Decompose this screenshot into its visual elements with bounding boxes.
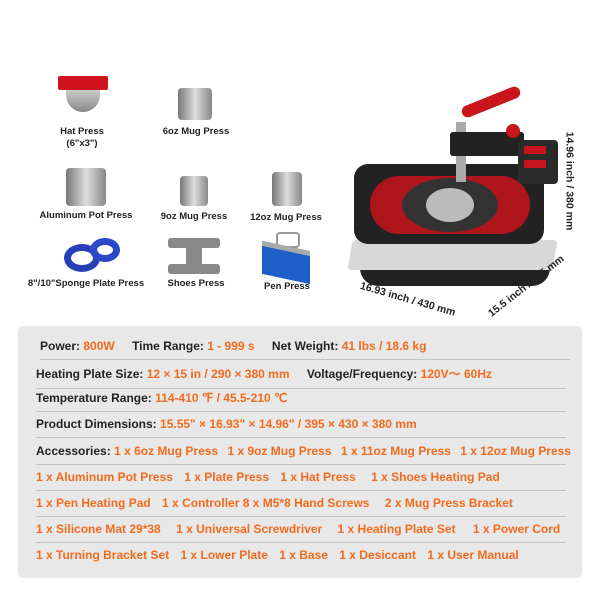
pen-press-image — [262, 232, 310, 285]
accessory-item: 1 x Power Cord — [472, 522, 561, 536]
pen-press-label: Pen Press — [264, 281, 310, 292]
time-label: Time Range: — [132, 339, 204, 353]
accessory-item: 2 x Mug Press Bracket — [384, 496, 513, 510]
accessory-item: 1 x Heating Plate Set — [337, 522, 456, 536]
accessory-row-2: 1 x Aluminum Pot Press 1 x Plate Press 1… — [36, 470, 566, 491]
accessory-item: 1 x User Manual — [427, 548, 519, 562]
power-value: 800W — [83, 339, 115, 353]
dims-label: Product Dimensions: — [36, 417, 157, 431]
aluminum-pot-press-image — [66, 168, 106, 206]
aluminum-pot-press-label: Aluminum Pot Press — [39, 210, 133, 221]
6oz-mug-press-image — [178, 88, 212, 120]
weight-value: 41 lbs / 18.6 kg — [341, 339, 427, 353]
accessory-row-5: 1 x Turning Bracket Set 1 x Lower Plate … — [36, 548, 566, 568]
accessory-item: 1 x 6oz Mug Press — [114, 444, 219, 458]
9oz-mug-press-image — [180, 176, 208, 206]
time-value: 1 - 999 s — [207, 339, 255, 353]
dims-value: 15.55" × 16.93" × 14.96" / 395 × 430 × 3… — [160, 417, 417, 431]
accessory-item: 1 x Shoes Heating Pad — [371, 470, 500, 484]
accessory-item: 1 x Plate Press — [184, 470, 270, 484]
accessory-item: 1 x Hat Press — [280, 470, 356, 484]
accessory-item: 1 x 9oz Mug Press — [227, 444, 332, 458]
accessory-item: 1 x Lower Plate — [180, 548, 268, 562]
hat-press-image — [58, 76, 108, 116]
spec-row-plate: Heating Plate Size: 12 × 15 in / 290 × 3… — [36, 365, 566, 389]
6oz-mug-press-label: 6oz Mug Press — [162, 126, 230, 137]
weight-label: Net Weight: — [271, 339, 339, 353]
spec-row-power: Power: 800W Time Range: 1 - 999 s Net We… — [40, 339, 570, 360]
height-dimension: 14.96 inch / 380 mm — [563, 131, 576, 231]
spec-row-dimensions: Product Dimensions: 15.55" × 16.93" × 14… — [36, 417, 566, 438]
accessory-row-3: 1 x Pen Heating Pad 1 x Controller 8 x M… — [36, 496, 566, 517]
heat-press-machine-image — [340, 84, 570, 300]
accessory-item: 1 x Turning Bracket Set — [36, 548, 170, 562]
hat-press-label: Hat Press — [60, 126, 104, 137]
temp-label: Temperature Range: — [36, 391, 152, 405]
accessories-label: Accessories: — [36, 444, 111, 458]
accessory-item: 1 x Base — [279, 548, 328, 562]
temp-value: 114-410 ℉ / 45.5-210 ℃ — [155, 391, 288, 405]
9oz-mug-press-label: 9oz Mug Press — [160, 211, 228, 222]
shoes-press-label: Shoes Press — [167, 278, 225, 289]
hat-press-size: (6"x3") — [66, 138, 98, 149]
accessory-item: 1 x 12oz Mug Press — [460, 444, 571, 458]
accessory-row-4: 1 x Silicone Mat 29*38 1 x Universal Scr… — [36, 522, 566, 543]
accessory-item: 1 x Universal Screwdriver — [176, 522, 323, 536]
accessory-item: 1 x 11oz Mug Press — [340, 444, 451, 458]
accessory-item: 1 x Pen Heating Pad — [36, 496, 151, 510]
voltage-label: Voltage/Frequency: — [306, 367, 418, 381]
shoes-press-image — [168, 238, 220, 274]
spec-row-temperature: Temperature Range: 114-410 ℉ / 45.5-210 … — [36, 391, 566, 412]
accessory-item: 1 x Aluminum Pot Press — [36, 470, 173, 484]
accessory-item: 1 x Desiccant — [339, 548, 416, 562]
plate-label: Heating Plate Size: — [36, 367, 144, 381]
voltage-value: 120V～ 60Hz — [420, 367, 493, 381]
accessory-row-1: Accessories: 1 x 6oz Mug Press 1 x 9oz M… — [36, 444, 571, 465]
specs-panel: Power: 800W Time Range: 1 - 999 s Net We… — [18, 326, 582, 578]
accessory-item: 1 x Controller 8 x M5*8 Hand Screws — [162, 496, 370, 510]
accessory-item: 1 x Silicone Mat 29*38 — [36, 522, 161, 536]
power-label: Power: — [40, 339, 81, 353]
plate-value: 12 × 15 in / 290 × 380 mm — [146, 367, 290, 381]
12oz-mug-press-label: 12oz Mug Press — [250, 212, 322, 223]
sponge-plate-press-label: 8"/10"Sponge Plate Press — [27, 278, 145, 289]
12oz-mug-press-image — [272, 172, 302, 206]
